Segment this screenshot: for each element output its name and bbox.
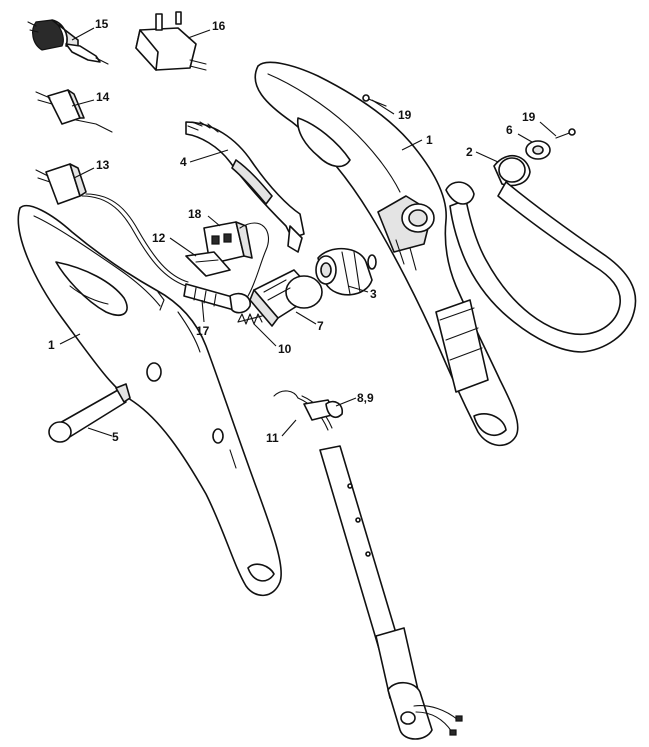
callout-17: 17 (196, 324, 210, 338)
part-10-spring (237, 313, 263, 325)
callout-4: 4 (180, 155, 187, 169)
callout-8-9: 8,9 (357, 391, 374, 405)
callout-10: 10 (278, 342, 292, 356)
part-11-shaft (273, 390, 463, 740)
part-1-left-handle-half (17, 204, 282, 597)
part-2-auxiliary-handle (445, 154, 637, 353)
part-16-uk-plug (135, 11, 207, 71)
part-6-washer (525, 140, 551, 160)
callout-19-right: 19 (522, 110, 536, 124)
part-5-hanger-pin (48, 383, 131, 443)
callout-13: 13 (96, 158, 110, 172)
callout-12: 12 (152, 231, 166, 245)
callout-16: 16 (212, 19, 226, 33)
part-7-brush-holder (249, 269, 323, 327)
part-15-euro-plug (27, 19, 109, 65)
leader-lines (59, 27, 557, 437)
callout-7: 7 (317, 319, 324, 333)
callout-15: 15 (95, 17, 109, 31)
part-12-switch-plate (185, 251, 231, 277)
part-3-motor (315, 247, 377, 296)
part-13-plug-with-cord (35, 163, 189, 287)
callout-14: 14 (96, 90, 110, 104)
callout-6: 6 (506, 123, 513, 137)
callout-1-right: 1 (426, 133, 433, 147)
callout-18: 18 (188, 207, 202, 221)
part-1-right-handle-half (254, 61, 519, 447)
part-19-screw-right (555, 128, 576, 139)
part-8-9-brush-cap (303, 399, 344, 421)
part-18-switch (203, 221, 270, 297)
part-14-two-pin-plug (35, 89, 113, 133)
part-4-trigger-lever (185, 121, 305, 253)
callout-2: 2 (466, 145, 473, 159)
callout-labels: 15 16 14 13 19 19 1 6 2 4 18 12 3 7 17 1… (48, 17, 536, 445)
callout-3: 3 (370, 287, 377, 301)
callout-1-left: 1 (48, 338, 55, 352)
callout-11: 11 (266, 431, 279, 445)
callout-19-upper: 19 (398, 108, 412, 122)
callout-5: 5 (112, 430, 119, 444)
part-17-cord-guard (183, 283, 251, 314)
